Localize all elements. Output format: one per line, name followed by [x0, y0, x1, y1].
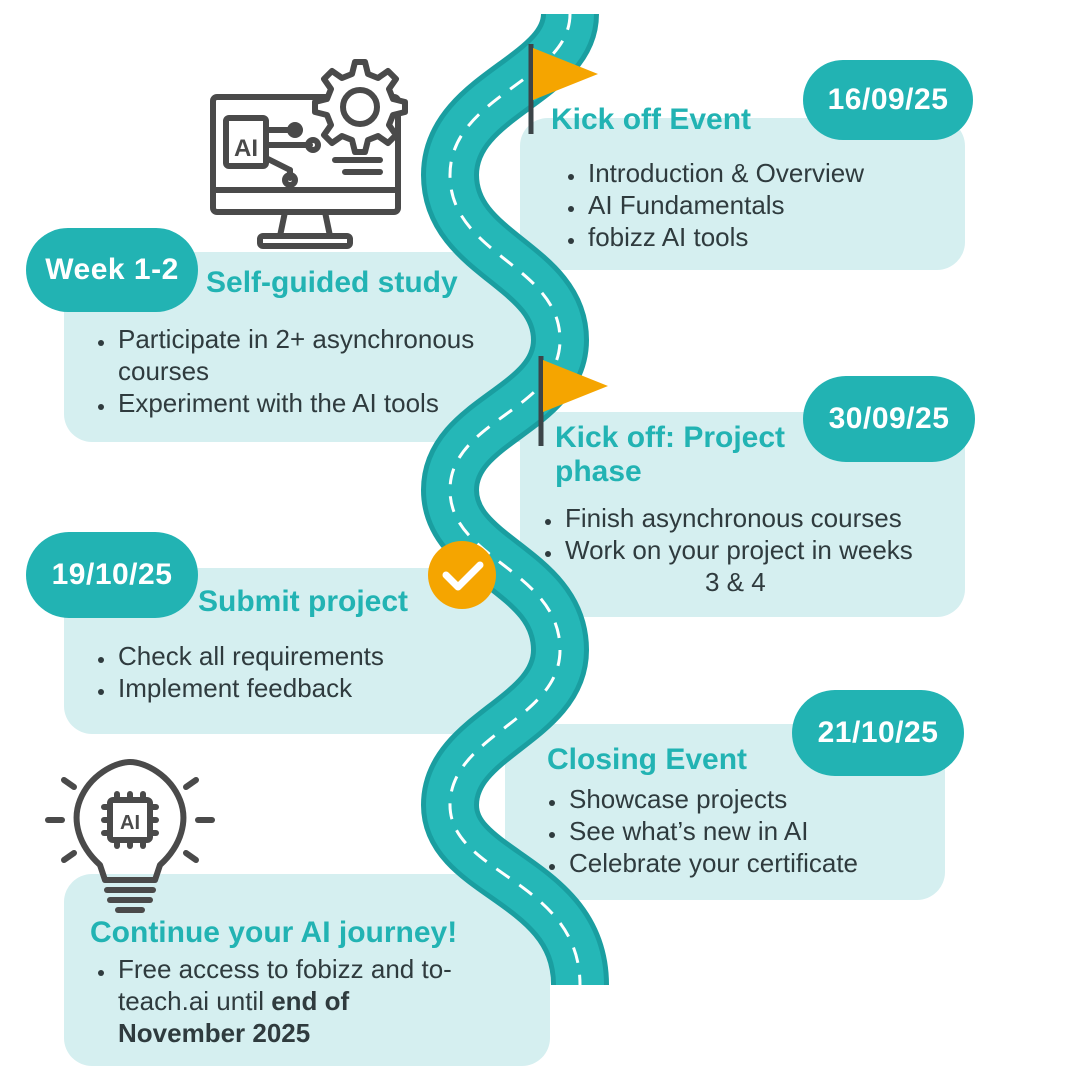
- submit-title: Submit project: [198, 585, 409, 618]
- closing-title: Closing Event: [547, 743, 748, 776]
- submit-date-badge: 19/10/25: [26, 532, 198, 618]
- kickoff-list: Introduction & Overview AI Fundamentals …: [560, 157, 976, 253]
- bulb-ai-label: AI: [120, 812, 140, 834]
- list-item: Introduction & Overview: [586, 157, 976, 189]
- self-study-date-badge: Week 1-2: [26, 228, 198, 312]
- list-item: Finish asynchronous courses: [563, 502, 983, 534]
- project-phase-item-weeks: 3 & 4: [705, 567, 766, 597]
- list-item: AI Fundamentals: [586, 189, 976, 221]
- list-item: fobizz AI tools: [586, 221, 976, 253]
- list-item: Check all requirements: [116, 640, 536, 672]
- list-item: Implement feedback: [116, 672, 536, 704]
- closing-list: Showcase projects See what’s new in AI C…: [541, 783, 967, 879]
- kickoff-date-badge: 16/09/25: [803, 60, 973, 140]
- continue-list: Free access to fobizz and to-teach.ai un…: [90, 953, 476, 1049]
- continue-deadline: end of November 2025: [118, 986, 350, 1048]
- closing-date-badge: 21/10/25: [792, 690, 964, 776]
- list-item: Celebrate your certificate: [567, 847, 967, 879]
- list-item: Showcase projects: [567, 783, 967, 815]
- list-item: See what’s new in AI: [567, 815, 967, 847]
- project-phase-item-text: Work on your project in weeks: [565, 535, 913, 565]
- continue-text: Free access to fobizz and to-teach.ai un…: [118, 954, 452, 1016]
- project-phase-list: Finish asynchronous courses Work on your…: [537, 502, 983, 598]
- self-study-title: Self-guided study: [206, 266, 458, 299]
- continue-title: Continue your AI journey!: [90, 916, 458, 949]
- ai-computer-gear-icon: [210, 59, 408, 249]
- list-item: Participate in 2+ asynchronous courses: [116, 323, 546, 387]
- kickoff-title: Kick off Event: [551, 103, 752, 136]
- submit-list: Check all requirements Implement feedbac…: [90, 640, 536, 704]
- computer-ai-label: AI: [234, 135, 258, 162]
- list-item: Free access to fobizz and to-teach.ai un…: [116, 953, 476, 1049]
- list-item: Experiment with the AI tools: [116, 387, 546, 419]
- self-study-list: Participate in 2+ asynchronous courses E…: [90, 323, 546, 419]
- project-phase-title: Kick off: Project phase: [555, 421, 786, 488]
- project-phase-date-badge: 30/09/25: [803, 376, 975, 462]
